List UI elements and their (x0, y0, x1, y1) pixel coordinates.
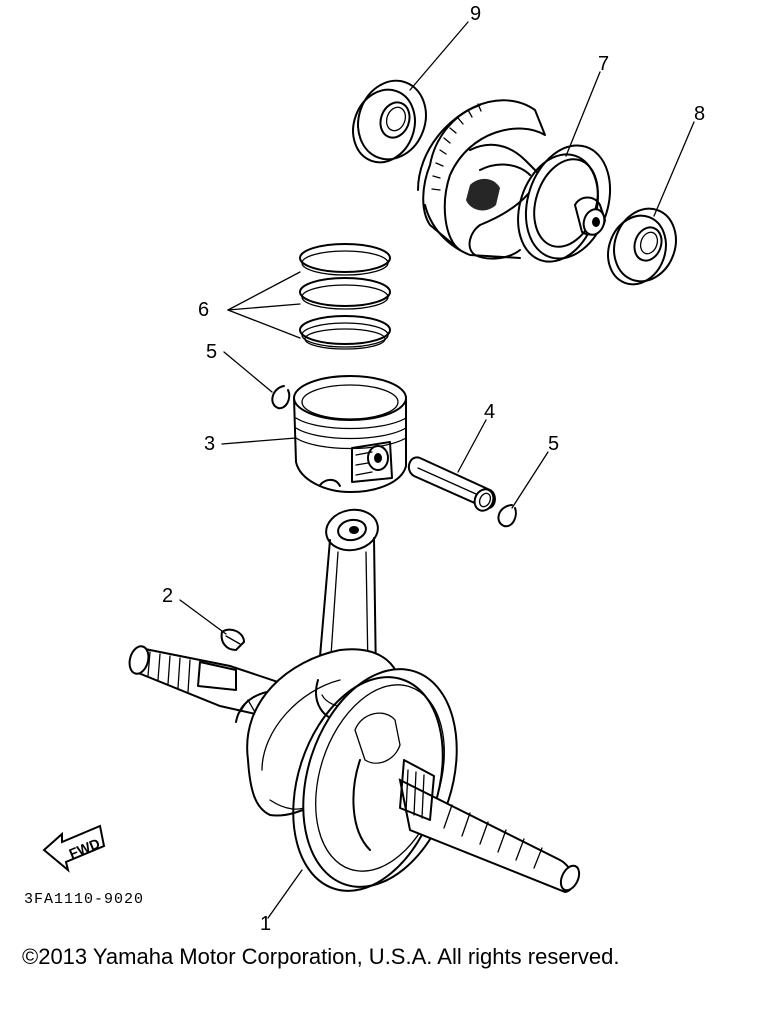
callout-5-left: 5 (206, 341, 217, 363)
callout-5-right: 5 (548, 433, 559, 455)
callout-6: 6 (198, 299, 209, 321)
bearing-part-9 (352, 79, 427, 164)
balancer-gear-part-7 (417, 99, 612, 263)
piston-pin-clip-part-5-right (497, 504, 517, 528)
callout-2: 2 (162, 585, 173, 607)
piston-part-3 (293, 375, 407, 493)
diagram-part-code: 3FA1110-9020 (24, 891, 144, 908)
callout-8: 8 (694, 103, 705, 125)
callout-3: 3 (204, 433, 215, 455)
leader-lines (179, 21, 695, 919)
piston-rings-part-6 (299, 243, 391, 350)
piston-pin-clip-part-5-left (271, 385, 291, 410)
callout-7: 7 (598, 53, 609, 75)
piston-pin-part-4 (407, 456, 496, 512)
copyright-notice: ©2013 Yamaha Motor Corporation, U.S.A. A… (22, 944, 620, 969)
woodruff-key-part-2 (220, 628, 246, 652)
forward-direction-arrow: FWD (42, 824, 106, 873)
callout-4: 4 (484, 401, 495, 423)
callout-numbers: 9 7 8 6 5 3 4 5 2 1 (162, 3, 705, 935)
bearing-part-8 (607, 207, 677, 286)
callout-9: 9 (470, 3, 481, 25)
callout-1: 1 (260, 913, 271, 935)
crankshaft-part-1 (128, 508, 581, 894)
